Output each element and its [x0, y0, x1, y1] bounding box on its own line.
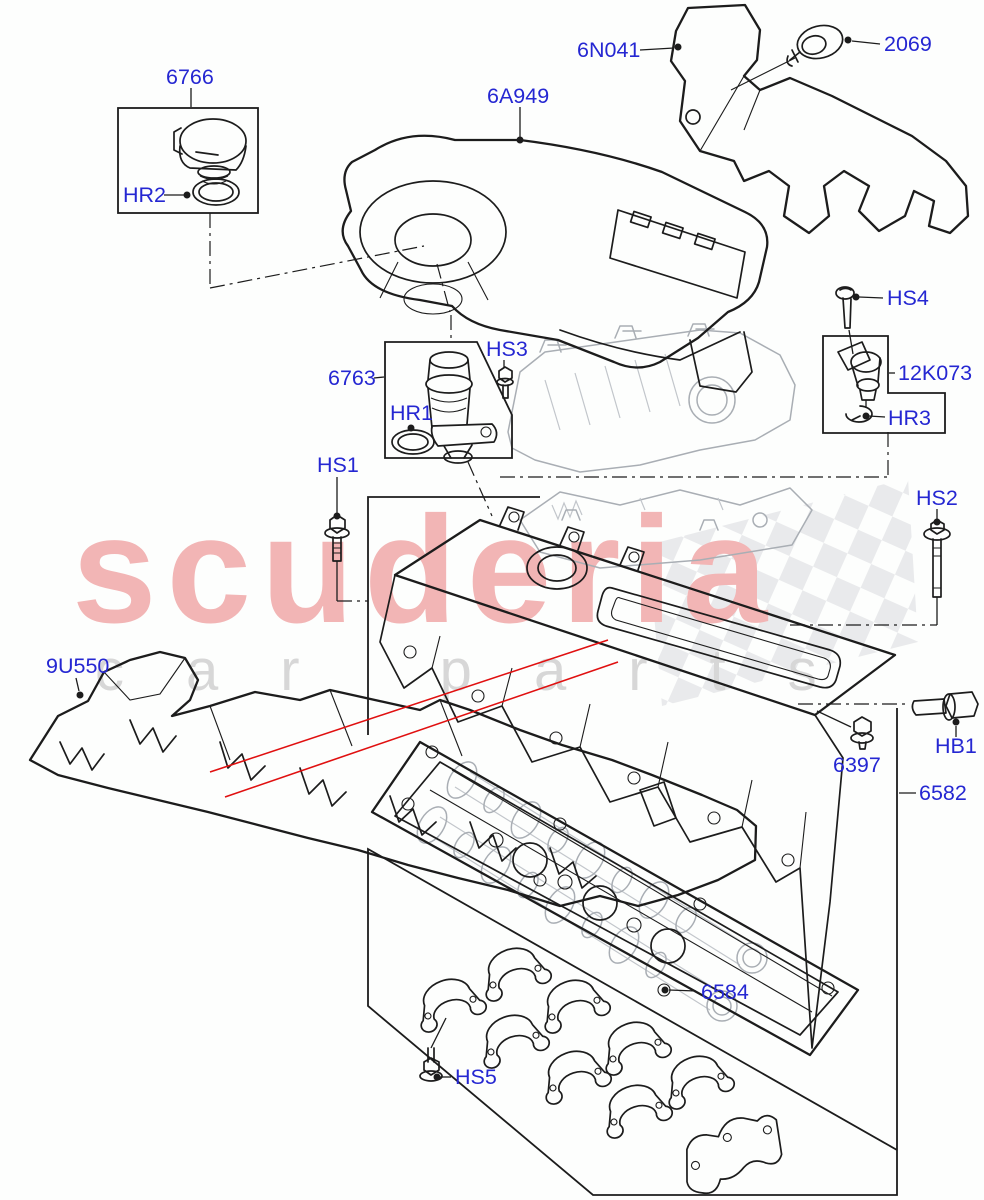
valve-cover-drawing — [379, 506, 897, 1049]
construction-lines — [209, 213, 937, 1196]
bolt-6397-drawing — [816, 710, 874, 750]
callout-6582: 6582 — [919, 781, 967, 805]
push-pin-drawing — [786, 24, 844, 67]
cam-sensor-drawing — [822, 335, 946, 434]
hs3-bolt-drawing — [496, 366, 514, 399]
callout-hb1: HB1 — [935, 734, 977, 758]
callout-hs2: HS2 — [916, 486, 958, 510]
hs4-bolt-drawing — [835, 286, 855, 355]
callout-hs1: HS1 — [317, 453, 359, 477]
callout-hr2: HR2 — [123, 183, 166, 207]
callout-6a949: 6A949 — [487, 84, 549, 108]
callout-hs4: HS4 — [887, 286, 929, 310]
acoustic-cover-drawing — [28, 650, 758, 908]
hs5-bolt-drawing — [419, 1017, 447, 1082]
callout-hr1: HR1 — [390, 401, 433, 425]
callout-2069: 2069 — [884, 32, 932, 56]
callout-6763: 6763 — [328, 366, 376, 390]
engine-cover-drawing — [341, 134, 769, 393]
red-leader-lines — [209, 639, 619, 798]
callout-6n041: 6N041 — [577, 38, 640, 62]
cover-gasket-drawing — [370, 740, 860, 1057]
callout-6584: 6584 — [701, 980, 749, 1004]
watermark-subtitle: car parts — [95, 638, 879, 703]
callout-6397: 6397 — [833, 753, 881, 777]
hb1-bolt-drawing — [911, 691, 979, 721]
callout-labels: 6766 HR2 6A949 6N041 2069 HS4 12K073 HR3… — [46, 32, 977, 1089]
callout-12k073: 12K073 — [898, 361, 972, 385]
callout-hs3: HS3 — [486, 337, 528, 361]
callout-hs5: HS5 — [455, 1065, 497, 1089]
leader-lines — [75, 36, 960, 1081]
callout-6766: 6766 — [166, 65, 214, 89]
cylinder-head-ghost — [507, 323, 813, 569]
callout-9u550: 9U550 — [46, 654, 109, 678]
filler-tube-drawing — [384, 341, 513, 464]
heat-shield-drawing — [669, 3, 970, 235]
callout-hr3: HR3 — [888, 406, 931, 430]
oil-filler-cap-drawing — [117, 107, 259, 214]
watermark-brand: scuderia — [72, 485, 777, 655]
hs2-bolt-drawing — [923, 519, 951, 625]
